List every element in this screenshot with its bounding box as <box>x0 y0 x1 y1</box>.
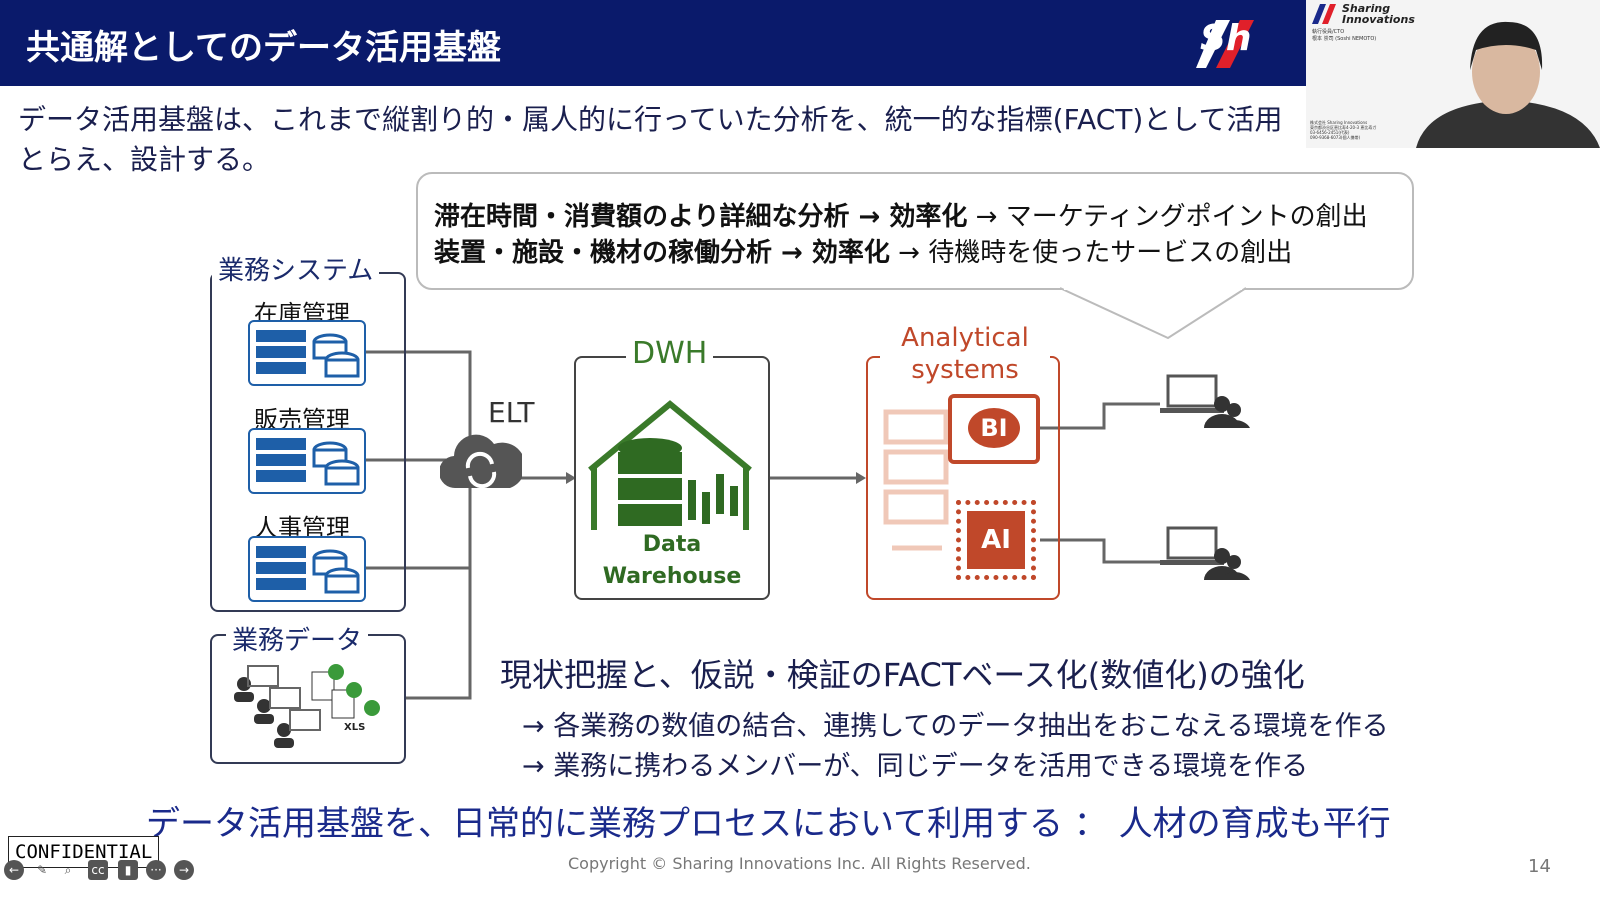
server-database-icon <box>248 428 366 494</box>
business-systems-label: 業務システム <box>212 250 380 287</box>
page-number: 14 <box>1528 856 1551 877</box>
dwh-label: DWH <box>626 336 714 371</box>
bubble-line2: → 待機時を使ったサービスの創出 <box>889 238 1293 268</box>
dwh-inner-line2: Warehouse <box>602 564 742 589</box>
copyright: Copyright © Sharing Innovations Inc. All… <box>568 854 1031 873</box>
business-data-label: 業務データ <box>226 620 369 657</box>
brand-line1: Sharing <box>1342 2 1391 15</box>
users-files-icon: XLS <box>228 660 388 754</box>
server-database-icon <box>248 320 366 386</box>
bi-label: BI <box>968 408 1020 448</box>
elt-label: ELT <box>488 396 535 429</box>
ai-label: AI <box>967 511 1025 569</box>
brand-line2: Innovations <box>1342 13 1415 26</box>
headline: 現状把握と、仮説・検証のFACTベース化(数値化)の強化 <box>500 656 1305 694</box>
logo-text: Sh <box>1200 18 1252 59</box>
brand-logo-icon <box>1312 4 1336 24</box>
bi-icon: BI <box>948 394 1040 464</box>
bubble-line1-bold: 滞在時間・消費額のより詳細な分析 → 効率化 <box>434 202 968 232</box>
presenter-name: 根本 崇司 (Soshi NEMOTO) <box>1312 36 1377 42</box>
address: 東京都渋谷区恵比寿4-20-3 恵比寿ガ <box>1310 125 1377 130</box>
cloud-sync-icon <box>438 426 526 496</box>
more-options-icon[interactable]: ··· <box>146 860 166 880</box>
presenter-role: 執行役員/CTO <box>1312 29 1345 35</box>
pen-icon[interactable]: ✎ <box>36 863 48 877</box>
previous-slide-icon[interactable]: ← <box>4 860 24 880</box>
bubble-tail <box>1060 286 1247 340</box>
confidential-label: CONFIDENTIAL <box>8 836 160 868</box>
presenter-video <box>1416 21 1600 148</box>
point-1: → 各業務の数値の結合、連携してのデータ抽出をおこなえる環境を作る <box>522 711 1389 742</box>
server-database-icon <box>248 536 366 602</box>
bubble-line2-bold: 装置・施設・機材の稼働分析 → 効率化 <box>434 238 890 268</box>
point-2: → 業務に携わるメンバーが、同じデータを活用できる環境を作る <box>522 751 1309 782</box>
conclusion: データ活用基盤を、日常的に業務プロセスにおいて利用する ： 人材の育成も平行 <box>146 804 1391 844</box>
user-laptop-icon <box>1160 372 1250 436</box>
company-logo-icon <box>1196 20 1266 72</box>
title-bar <box>0 0 1310 86</box>
intro-line-1: データ活用基盤は、これまで縦割り的・属人的に行っていた分析を、統一的な指標(FA… <box>18 103 1283 136</box>
next-slide-icon[interactable]: → <box>174 860 194 880</box>
intro-line-2: とらえ、設計する。 <box>18 143 271 176</box>
callout-bubble: 滞在時間・消費額のより詳細な分析 → 効率化 → マーケティングポイントの創出 … <box>416 172 1414 290</box>
dwh-inner-line1: Data <box>642 532 702 557</box>
analytical-label-2: systems <box>911 355 1019 385</box>
tel2: 090-9368-6073(個人携帯) <box>1310 135 1361 140</box>
xls-label: XLS <box>344 722 365 733</box>
tel1: 03-6456-2451(代表) <box>1310 130 1350 135</box>
zoom-icon[interactable]: ⌕ <box>64 863 72 877</box>
user-laptop-icon <box>1160 524 1250 588</box>
data-warehouse-icon <box>588 400 758 539</box>
bubble-line1: → マーケティングポイントの創出 <box>967 202 1368 232</box>
company: 株式会社 Sharing Innovations <box>1310 120 1368 125</box>
analytical-label-1: Analytical <box>901 323 1029 353</box>
server-rack-icon <box>882 408 962 562</box>
captions-icon[interactable]: cc <box>88 860 108 880</box>
ai-chip-icon: AI <box>956 500 1036 580</box>
video-icon[interactable]: ▮ <box>118 860 138 880</box>
slide-title: 共通解としてのデータ活用基盤 <box>26 28 501 68</box>
